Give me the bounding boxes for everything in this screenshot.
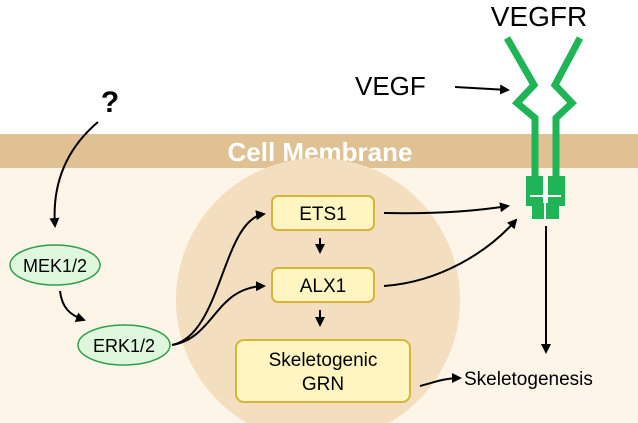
mek-label: MEK1/2	[23, 256, 87, 276]
erk-node	[77, 324, 171, 366]
ets1-node	[271, 195, 375, 231]
grn-to-skeletogenesis-arrow	[419, 373, 462, 387]
ets1-to-vegfr-arrow	[383, 202, 510, 215]
skeletogenic-grn-node	[235, 339, 411, 403]
erk-label: ERK1/2	[93, 336, 155, 356]
erk-to-ets1-arrow	[171, 210, 266, 346]
ets1-label: ETS1	[299, 204, 347, 225]
alx1-node	[271, 267, 375, 303]
vegf-arrow	[454, 84, 510, 95]
alx1-to-vegfr-arrow	[383, 218, 518, 287]
grn-label-line1: Skeletogenic	[269, 350, 378, 371]
grn-label-line2: GRN	[302, 374, 344, 395]
vegf-label: VEGF	[355, 71, 426, 101]
unknown-upstream-label: ?	[101, 86, 119, 119]
skeletogenesis-label: Skeletogenesis	[464, 369, 593, 390]
vegfr-label: VEGFR	[491, 1, 587, 32]
mek-node	[9, 244, 101, 286]
mek-to-erk-arrow	[59, 290, 86, 323]
erk-to-alx1-arrow	[171, 281, 266, 346]
alx1-label: ALX1	[300, 276, 346, 297]
vegfr-receptor	[503, 36, 584, 219]
unknown-to-mek-arrow	[49, 121, 99, 228]
